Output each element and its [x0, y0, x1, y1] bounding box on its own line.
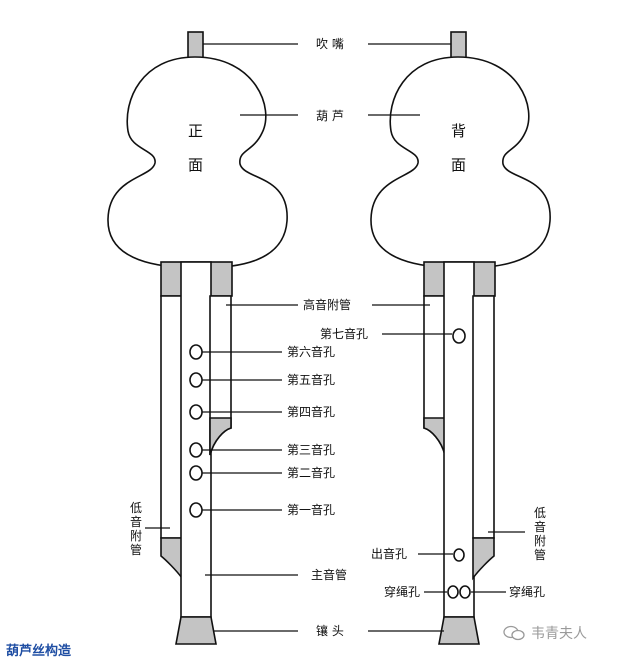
back-high-aux-pipe-tip	[423, 417, 446, 456]
front-hole-1	[189, 502, 203, 518]
label-hole-3: 第三音孔	[287, 442, 335, 457]
label-hole-2: 第二音孔	[287, 465, 335, 480]
label-low-aux-pipe-left: 低音附管	[130, 501, 142, 557]
label-back: 背面	[451, 122, 466, 174]
front-hole-3	[189, 442, 203, 458]
wechat-icon	[503, 625, 525, 641]
front-hole-2	[189, 465, 203, 481]
label-rope-hole-right: 穿绳孔	[509, 584, 545, 599]
front-mouthpiece	[187, 31, 204, 59]
label-front: 正面	[188, 122, 203, 174]
back-low-aux-pipe-tip	[472, 537, 495, 581]
watermark: 韦青夫人	[503, 623, 587, 643]
diagram-caption: 葫芦丝构造	[6, 644, 72, 659]
watermark-text: 韦青夫人	[531, 626, 587, 642]
label-main-pipe: 主音管	[311, 567, 347, 582]
front-low-aux-pipe	[160, 295, 183, 539]
label-low-aux-pipe-right: 低音附管	[534, 506, 546, 562]
front-high-aux-pipe-tip	[209, 417, 232, 456]
front-ferrule	[175, 616, 217, 645]
front-hole-5	[189, 372, 203, 388]
label-high-aux-pipe: 高音附管	[303, 297, 351, 312]
leader-lines	[145, 43, 525, 632]
back-rope-hole-b	[459, 585, 471, 599]
back-main-pipe	[443, 261, 475, 618]
back-ferrule	[438, 616, 480, 645]
back-sound-hole	[453, 548, 465, 562]
label-sound-hole: 出音孔	[371, 546, 407, 561]
label-gourd: 葫 芦	[316, 109, 344, 123]
back-mouthpiece	[450, 31, 467, 59]
back-hole-7	[452, 328, 466, 344]
front-instrument	[107, 31, 288, 645]
label-rope-hole-left: 穿绳孔	[384, 584, 420, 599]
back-rope-hole-a	[447, 585, 459, 599]
label-hole-4: 第四音孔	[287, 404, 335, 419]
label-ferrule: 镶 头	[316, 623, 344, 638]
label-mouthpiece: 吹 嘴	[316, 37, 344, 51]
front-hole-4	[189, 404, 203, 420]
front-main-pipe	[180, 261, 212, 618]
back-low-aux-pipe	[472, 295, 495, 539]
back-instrument	[370, 31, 551, 645]
label-hole-5: 第五音孔	[287, 372, 335, 387]
label-hole-1: 第一音孔	[287, 502, 335, 517]
front-hole-6	[189, 344, 203, 360]
front-low-aux-pipe-tip	[160, 537, 183, 581]
label-hole-6: 第六音孔	[287, 344, 335, 359]
label-hole-7: 第七音孔	[320, 326, 368, 341]
